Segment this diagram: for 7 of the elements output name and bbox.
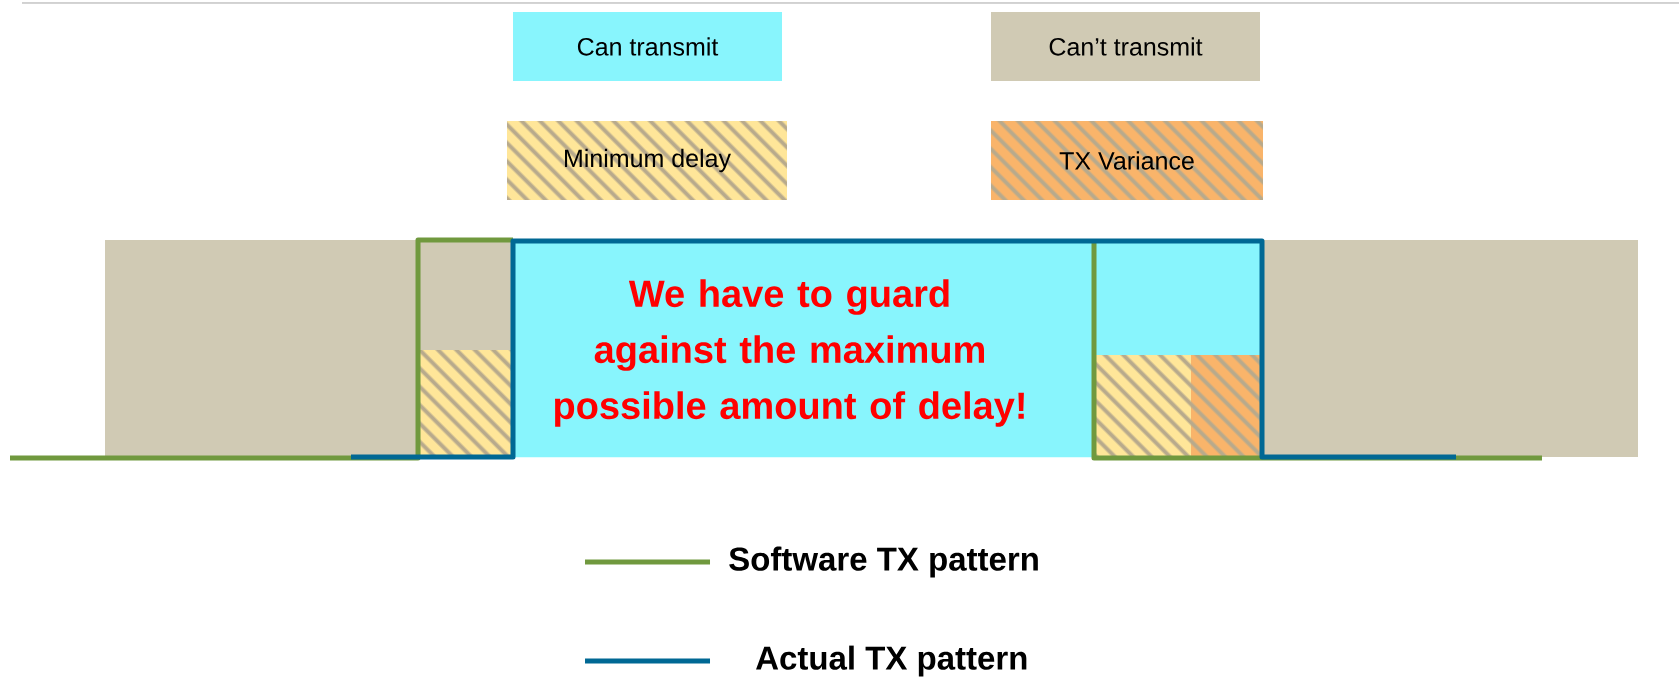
legend-label: Can transmit xyxy=(577,37,719,56)
legend-label: Software TX pattern xyxy=(729,546,1038,578)
legend-label: Actual TX pattern xyxy=(756,645,1027,677)
warning-text: We have to guard against the maximum possible amount of delay! xyxy=(555,279,1024,427)
legend-label: Minimum delay xyxy=(565,148,731,173)
legend-label: TX Variance xyxy=(1059,151,1194,170)
legend-label: Can’t transmit xyxy=(1049,37,1203,56)
